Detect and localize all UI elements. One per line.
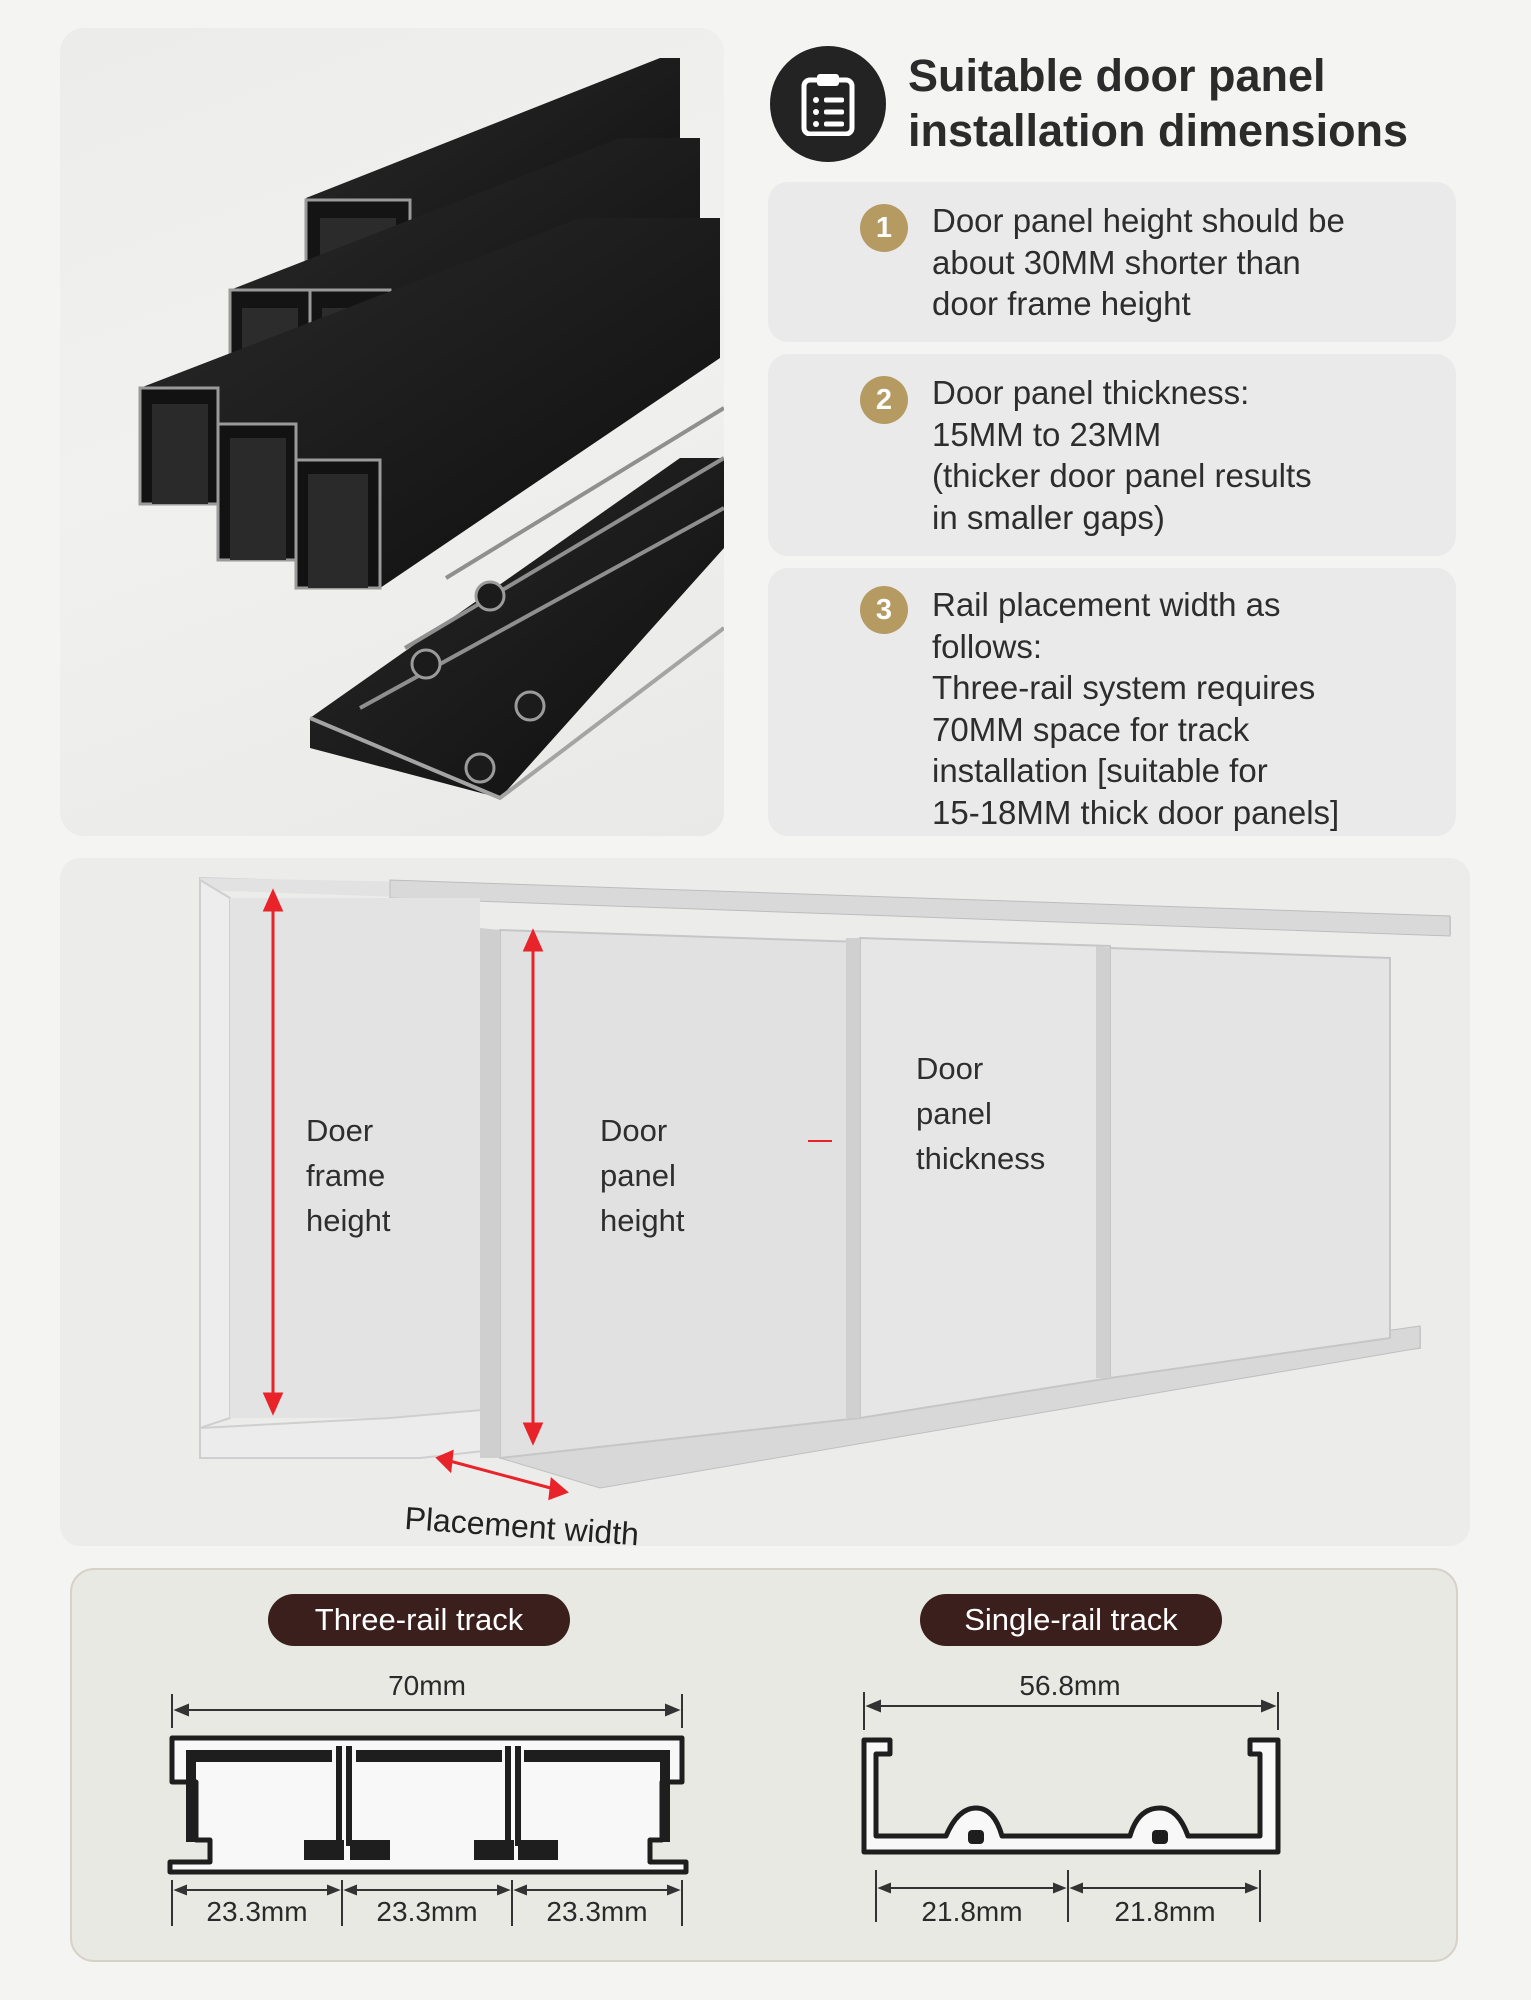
- three-rail-track-title: Three-rail track: [268, 1594, 570, 1646]
- single-rail-total-width: 56.8mm: [1019, 1670, 1121, 1701]
- step-number-badge: 3: [860, 586, 908, 634]
- product-photo: [60, 28, 724, 836]
- requirement-card-3: 3 Rail placement width as follows: Three…: [768, 568, 1456, 836]
- panel-height-label: Door panel height: [600, 1113, 685, 1238]
- requirement-text: Door panel height should be about 30MM s…: [932, 202, 1345, 322]
- requirement-card-1: 1 Door panel height should be about 30MM…: [768, 182, 1456, 342]
- three-rail-segment-2: 23.3mm: [376, 1896, 478, 1927]
- three-rail-segment-1: 23.3mm: [206, 1896, 308, 1927]
- step-number-badge: 2: [860, 376, 908, 424]
- sliding-door-frame-diagram: [60, 858, 1470, 1546]
- three-rail-total-width: 70mm: [388, 1670, 466, 1701]
- single-rail-segment-2: 21.8mm: [1114, 1896, 1216, 1927]
- page-title: Suitable door panel installation dimensi…: [908, 50, 1409, 156]
- panel-thickness-label: Door panel thickness: [916, 1051, 1046, 1176]
- requirement-text: Door panel thickness: 15MM to 23MM (thic…: [932, 374, 1312, 536]
- clipboard-list-icon: [770, 46, 886, 162]
- step-number-badge: 1: [860, 204, 908, 252]
- requirement-card-2: 2 Door panel thickness: 15MM to 23MM (th…: [768, 354, 1456, 556]
- frame-height-label: Doer frame height: [306, 1113, 391, 1238]
- requirement-text: Rail placement width as follows: Three-r…: [932, 586, 1340, 831]
- aluminum-profiles-illustration: [138, 58, 724, 801]
- single-rail-segment-1: 21.8mm: [921, 1896, 1023, 1927]
- single-rail-track-title: Single-rail track: [920, 1594, 1222, 1646]
- three-rail-segment-3: 23.3mm: [546, 1896, 648, 1927]
